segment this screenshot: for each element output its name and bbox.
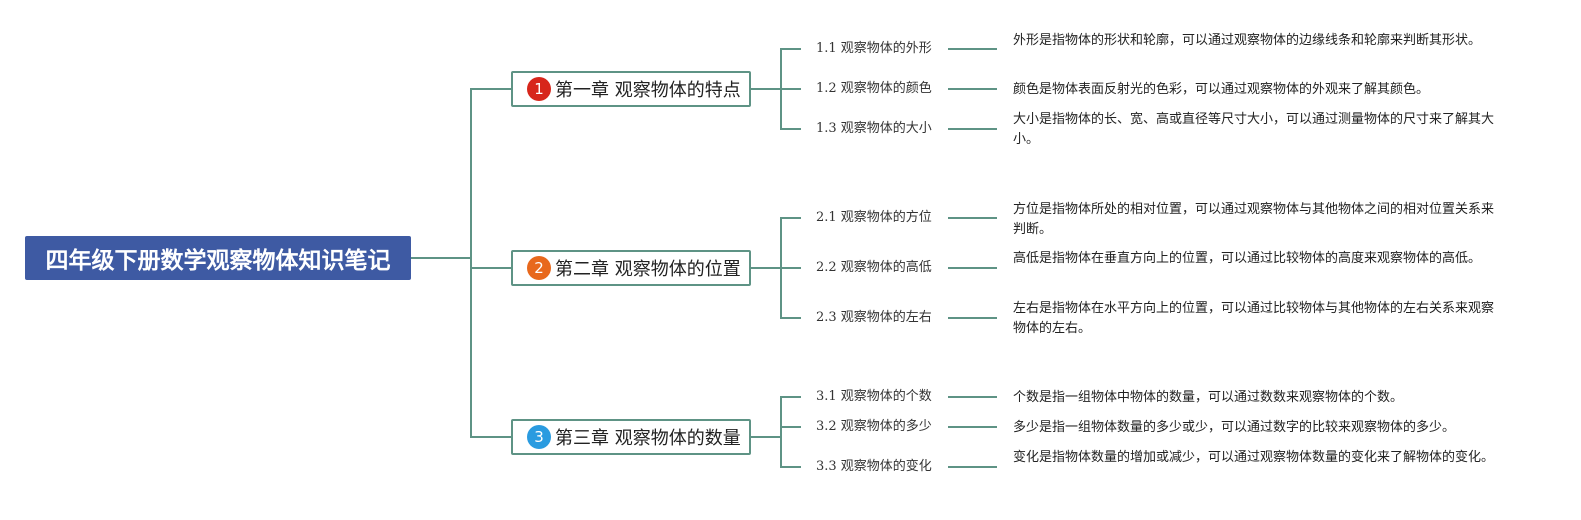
chapter-node-3[interactable]: 3 第三章 观察物体的数量 bbox=[511, 419, 751, 455]
section-node-1-1[interactable]: 1.1 观察物体的外形 bbox=[816, 41, 932, 56]
root-node[interactable]: 四年级下册数学观察物体知识笔记 bbox=[25, 236, 411, 280]
section-node-1-2[interactable]: 1.2 观察物体的颜色 bbox=[816, 81, 932, 96]
number-badge-3: 3 bbox=[527, 425, 551, 449]
description-2-1[interactable]: 方位是指物体所处的相对位置，可以通过观察物体与其他物体之间的相对位置关系来判断。 bbox=[1013, 202, 1495, 237]
section-node-3-3[interactable]: 3.3 观察物体的变化 bbox=[816, 459, 932, 474]
section-node-3-2[interactable]: 3.2 观察物体的多少 bbox=[816, 419, 932, 434]
description-1-3[interactable]: 大小是指物体的长、宽、高或直径等尺寸大小，可以通过测量物体的尺寸来了解其大小。 bbox=[1013, 112, 1495, 147]
root-title: 四年级下册数学观察物体知识笔记 bbox=[45, 248, 391, 274]
chapter-title-2: 第二章 观察物体的位置 bbox=[555, 259, 741, 280]
chapter-node-2[interactable]: 2 第二章 观察物体的位置 bbox=[511, 250, 751, 286]
chapter-node-1[interactable]: 1 第一章 观察物体的特点 bbox=[511, 71, 751, 107]
section-node-2-2[interactable]: 2.2 观察物体的高低 bbox=[816, 260, 932, 275]
chapter-title-3: 第三章 观察物体的数量 bbox=[555, 428, 741, 449]
description-3-2[interactable]: 多少是指一组物体数量的多少或少，可以通过数字的比较来观察物体的多少。 bbox=[1013, 420, 1456, 435]
description-1-2[interactable]: 颜色是物体表面反射光的色彩，可以通过观察物体的外观来了解其颜色。 bbox=[1013, 82, 1430, 97]
section-node-3-1[interactable]: 3.1 观察物体的个数 bbox=[816, 389, 932, 404]
description-3-1[interactable]: 个数是指一组物体中物体的数量，可以通过数数来观察物体的个数。 bbox=[1013, 390, 1404, 405]
chapter-title-1: 第一章 观察物体的特点 bbox=[555, 80, 741, 101]
number-badge-1: 1 bbox=[527, 77, 551, 101]
description-3-3[interactable]: 变化是指物体数量的增加或减少，可以通过观察物体数量的变化来了解物体的变化。 bbox=[1013, 450, 1495, 465]
description-1-1[interactable]: 外形是指物体的形状和轮廓，可以通过观察物体的边缘线条和轮廓来判断其形状。 bbox=[1013, 33, 1482, 48]
number-badge-2: 2 bbox=[527, 256, 551, 280]
description-2-3[interactable]: 左右是指物体在水平方向上的位置，可以通过比较物体与其他物体的左右关系来观察物体的… bbox=[1013, 301, 1495, 336]
section-node-1-3[interactable]: 1.3 观察物体的大小 bbox=[816, 121, 932, 136]
section-node-2-3[interactable]: 2.3 观察物体的左右 bbox=[816, 310, 932, 325]
section-node-2-1[interactable]: 2.1 观察物体的方位 bbox=[816, 210, 932, 225]
description-2-2[interactable]: 高低是指物体在垂直方向上的位置，可以通过比较物体的高度来观察物体的高低。 bbox=[1013, 251, 1482, 266]
